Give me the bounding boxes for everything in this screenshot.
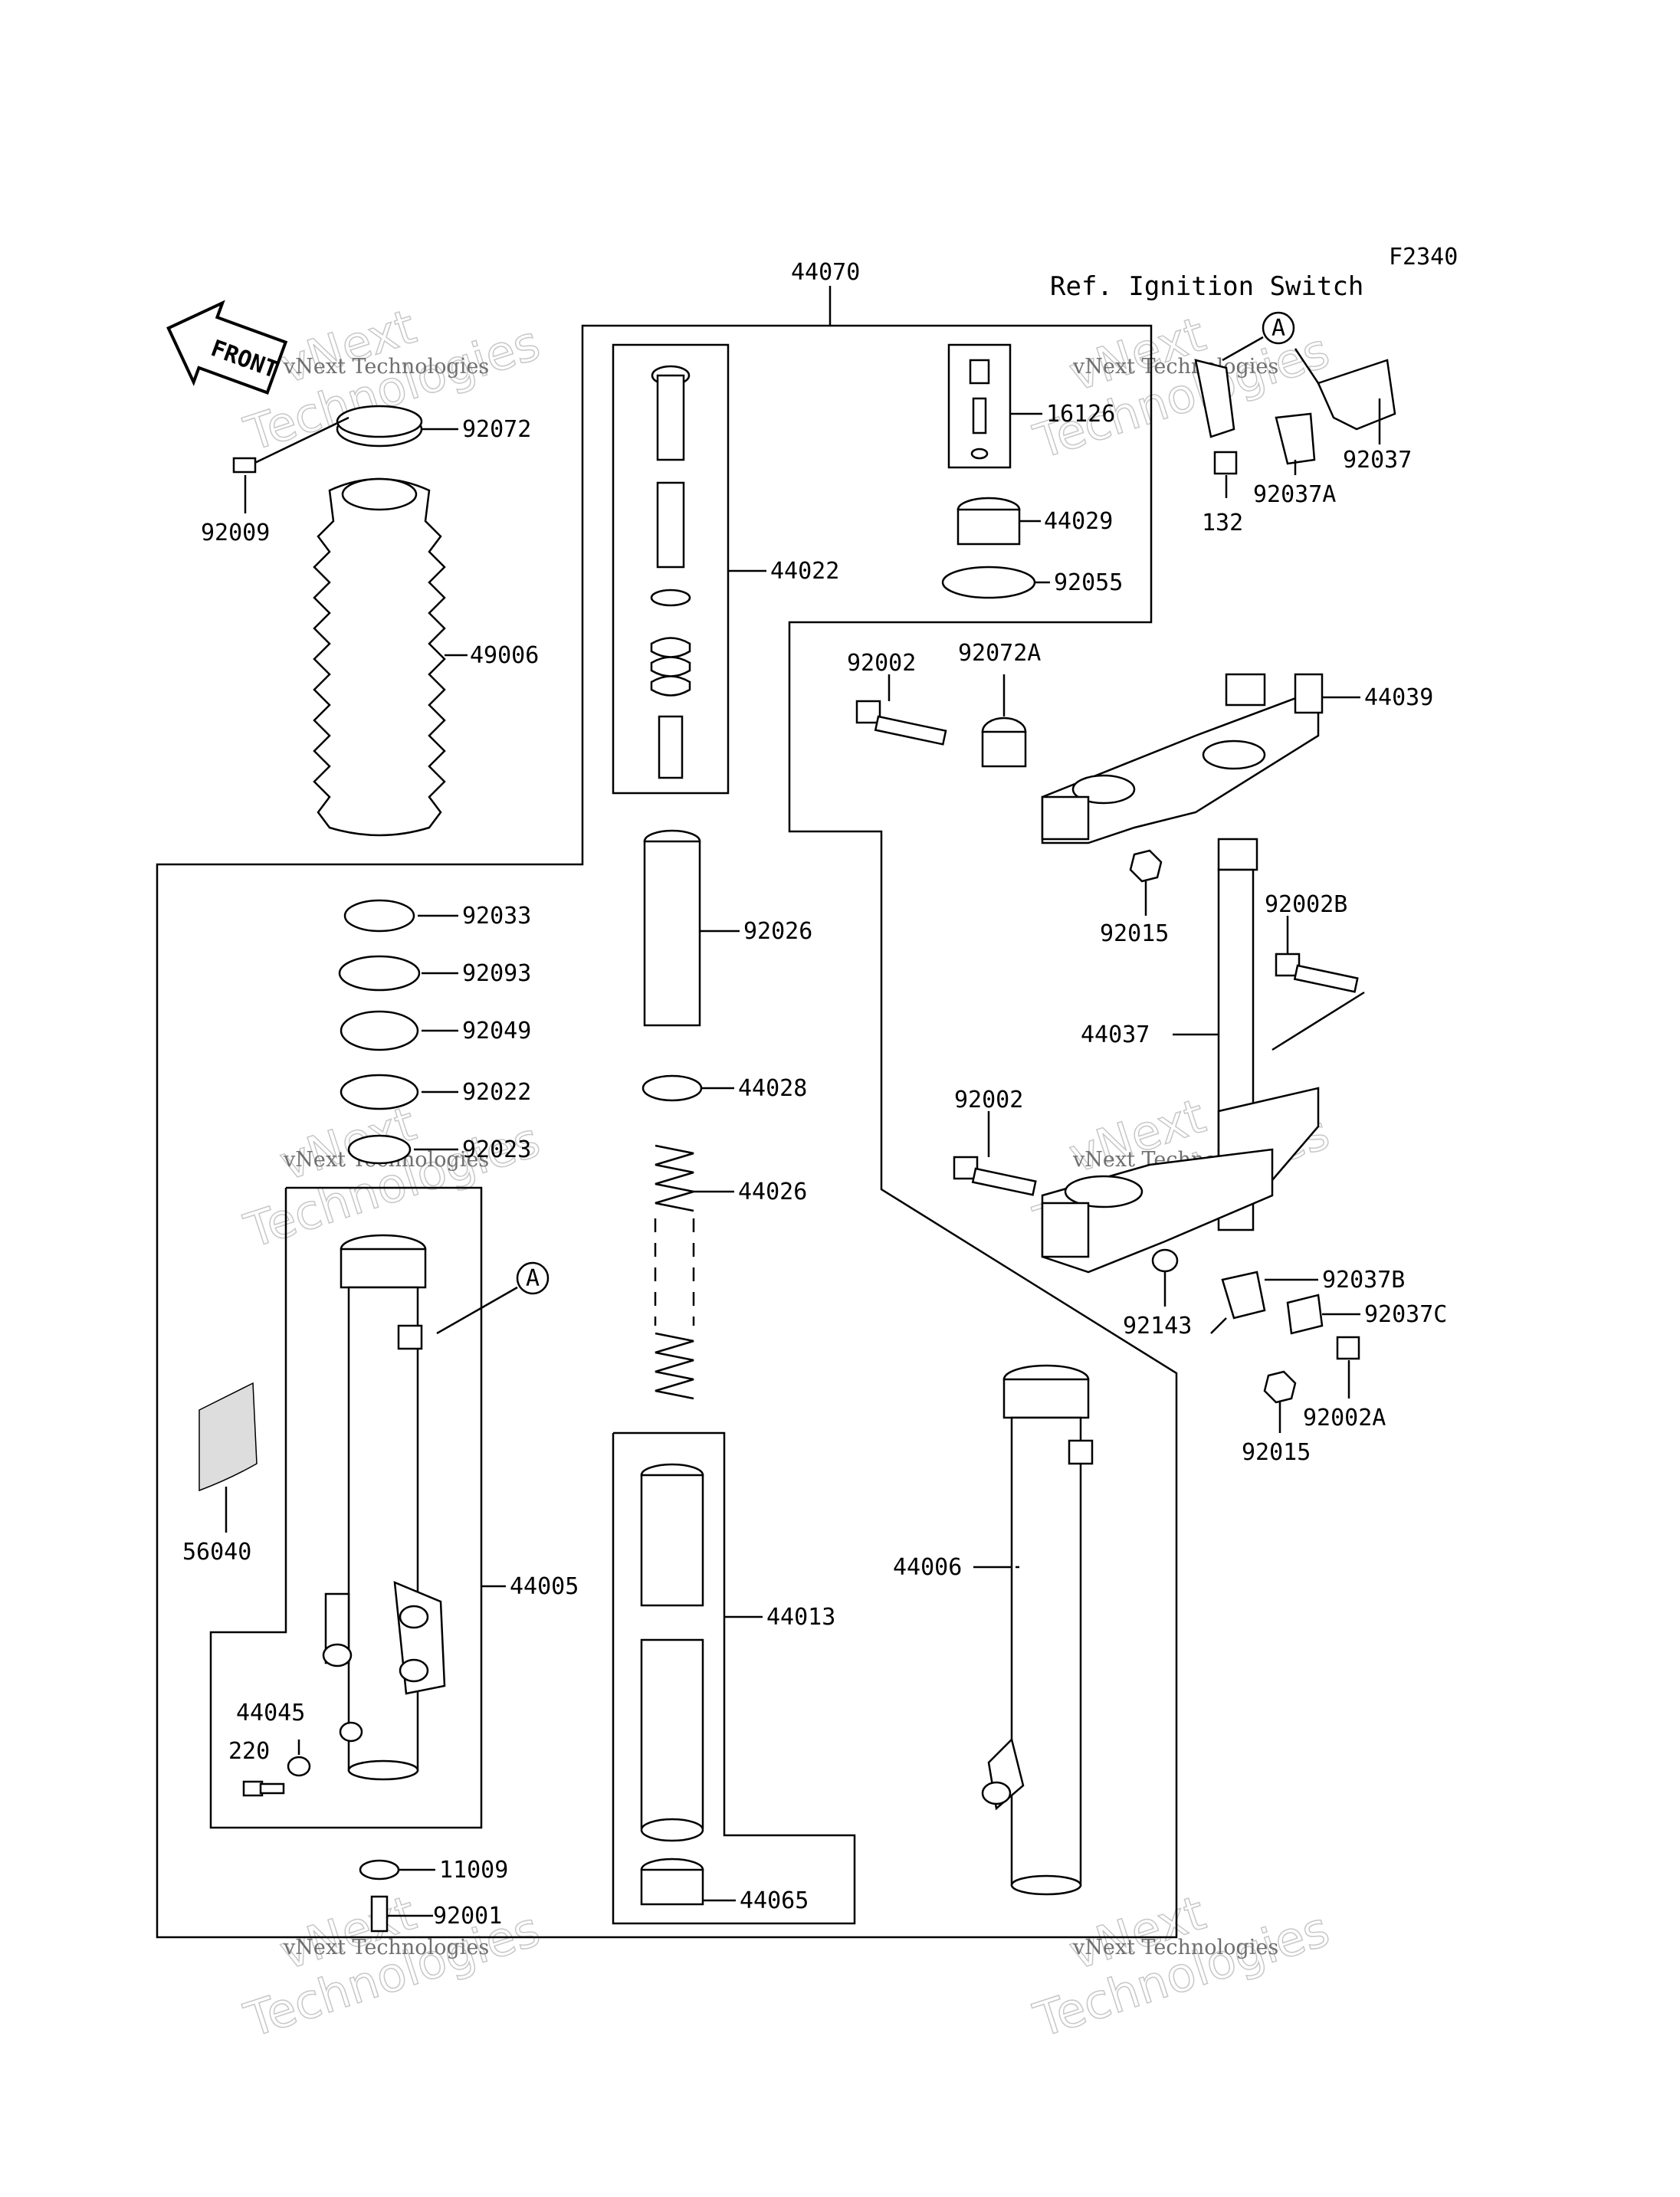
assembly-outline xyxy=(156,286,1178,1939)
part-92002-bolt-top xyxy=(855,700,947,746)
label-44013: 44013 xyxy=(766,1604,835,1631)
label-92002A: 92002A xyxy=(1303,1405,1386,1431)
label-11009: 11009 xyxy=(439,1857,508,1884)
label-92009: 92009 xyxy=(201,520,270,546)
label-92026: 92026 xyxy=(743,918,812,945)
part-ignition-bracket xyxy=(1194,348,1396,475)
callout-letter: A xyxy=(526,1265,540,1292)
part-44045-220 xyxy=(242,1721,363,1797)
reference-note: Ref. Ignition Switch xyxy=(1050,271,1363,302)
callout-letter: A xyxy=(1271,315,1285,342)
label-92015-top: 92015 xyxy=(1100,920,1169,947)
part-56040-label xyxy=(199,1382,258,1492)
part-seal-rings xyxy=(338,899,421,1165)
label-44065: 44065 xyxy=(740,1887,809,1914)
label-92002B: 92002B xyxy=(1265,891,1347,918)
part-44029-cap xyxy=(941,497,1036,599)
part-44022-cylinder xyxy=(650,365,691,779)
label-16126: 16126 xyxy=(1046,401,1115,428)
label-92023: 92023 xyxy=(462,1136,531,1163)
part-44037-stem xyxy=(1041,838,1320,1274)
label-92037: 92037 xyxy=(1343,447,1412,474)
part-44039-upper-bracket xyxy=(1041,673,1324,844)
label-92033: 92033 xyxy=(462,903,531,930)
label-56040: 56040 xyxy=(182,1539,251,1566)
part-92002B-bolt xyxy=(1271,953,1365,1051)
label-49006: 49006 xyxy=(470,642,539,669)
callout-marker-mid: A xyxy=(436,1261,550,1335)
label-44005: 44005 xyxy=(510,1573,579,1600)
watermark-text: vNext Technologies xyxy=(1072,355,1278,379)
callout-marker-top: A xyxy=(1222,311,1295,362)
label-92072A: 92072A xyxy=(958,640,1041,667)
watermark-text: vNext Technologies xyxy=(283,355,489,379)
label-92143: 92143 xyxy=(1123,1313,1192,1340)
part-92072A-clamp xyxy=(981,716,1027,768)
part-92072-clamp xyxy=(336,405,423,448)
watermark-text: vNext Technologies xyxy=(1072,1936,1278,1959)
label-132: 132 xyxy=(1202,510,1243,536)
label-220: 220 xyxy=(228,1738,270,1765)
part-92143-collar xyxy=(1151,1248,1179,1273)
label-44039: 44039 xyxy=(1364,684,1433,711)
watermark-text: vNext Technologies xyxy=(283,1936,489,1959)
label-92002-mid: 92002 xyxy=(954,1087,1023,1113)
label-92093: 92093 xyxy=(462,960,531,987)
label-44028: 44028 xyxy=(738,1075,807,1102)
part-44005-fork-tube xyxy=(322,1234,446,1781)
part-92002-bolt-mid xyxy=(953,1156,1037,1196)
part-labels: 44070 92072 92009 49006 44022 16126 4402… xyxy=(182,259,1447,1930)
label-92037C: 92037C xyxy=(1364,1301,1447,1328)
front-arrow-icon: FRONT xyxy=(166,300,288,395)
part-92026-tube xyxy=(643,829,701,1027)
label-44029: 44029 xyxy=(1044,508,1113,535)
part-92009-screw xyxy=(232,416,349,474)
label-44022: 44022 xyxy=(770,558,839,585)
label-92037A: 92037A xyxy=(1253,481,1336,508)
part-44006-fork-tube xyxy=(981,1364,1094,1896)
label-44045: 44045 xyxy=(236,1700,305,1726)
leader-lines xyxy=(225,398,1381,1917)
part-44028-washer xyxy=(641,1074,703,1102)
label-92022: 92022 xyxy=(462,1079,531,1106)
diagram-code: F2340 xyxy=(1389,244,1458,271)
label-44070: 44070 xyxy=(791,259,860,286)
label-44026: 44026 xyxy=(738,1179,807,1205)
label-92015-bot: 92015 xyxy=(1242,1439,1311,1466)
part-92015-nut-top xyxy=(1129,849,1163,883)
label-44037: 44037 xyxy=(1081,1021,1150,1048)
label-92037B: 92037B xyxy=(1322,1267,1405,1294)
label-92055: 92055 xyxy=(1054,569,1123,596)
part-44013-tube xyxy=(640,1463,704,1842)
part-11009-92001 xyxy=(359,1859,400,1933)
label-92049: 92049 xyxy=(462,1018,531,1044)
part-49006-boot xyxy=(313,477,446,837)
part-92037BC-clamps xyxy=(1221,1271,1360,1404)
part-44065-bushing xyxy=(640,1858,704,1906)
label-92002-top: 92002 xyxy=(847,650,916,677)
label-44006: 44006 xyxy=(893,1554,962,1581)
label-92072: 92072 xyxy=(462,416,531,443)
part-44026-spring xyxy=(654,1144,695,1400)
part-16126-valve xyxy=(969,359,990,460)
label-92001: 92001 xyxy=(433,1903,502,1930)
